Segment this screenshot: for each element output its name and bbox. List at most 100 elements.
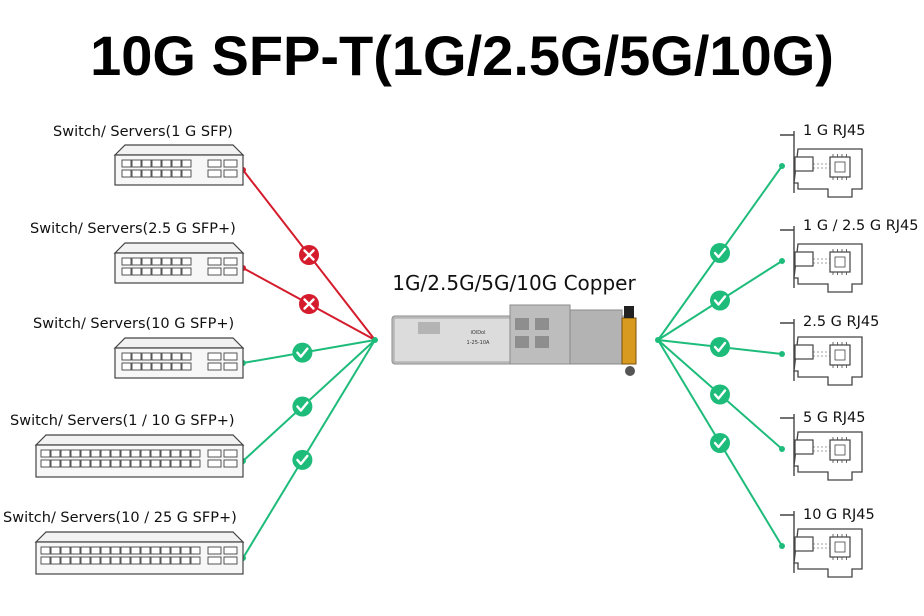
ethernet-port	[190, 449, 201, 458]
module-model: 1-25-10A	[467, 340, 491, 346]
ethernet-port	[120, 449, 131, 458]
ethernet-port	[131, 352, 142, 361]
ethernet-port	[171, 362, 182, 371]
ethernet-port	[130, 556, 141, 565]
ethernet-port	[161, 267, 172, 276]
ethernet-port	[190, 459, 201, 468]
ethernet-port	[141, 257, 152, 266]
sfp-port	[207, 169, 222, 178]
sfp-port	[207, 257, 222, 266]
nic-bracket	[780, 319, 795, 381]
ethernet-port	[161, 352, 172, 361]
hub-point	[655, 337, 661, 343]
nic-chip	[829, 156, 851, 178]
ethernet-port	[110, 459, 121, 468]
ethernet-port	[131, 257, 142, 266]
nic-card-4: 5 G RJ45	[780, 410, 865, 481]
ethernet-port	[60, 449, 71, 458]
rj45-port	[794, 536, 814, 552]
ethernet-port	[151, 159, 162, 168]
nic-label: 2.5 G RJ45	[803, 314, 879, 330]
cross-mark	[303, 298, 315, 310]
nic-board	[793, 148, 863, 198]
nic-chip-core	[834, 541, 846, 553]
link-endpoint	[779, 163, 785, 169]
ethernet-port	[60, 556, 71, 565]
nic-label: 5 G RJ45	[803, 410, 865, 426]
ethernet-port	[181, 159, 192, 168]
ethernet-port	[70, 556, 81, 565]
ethernet-port	[161, 159, 172, 168]
ethernet-port	[131, 362, 142, 371]
nic-board	[793, 431, 863, 481]
ethernet-port	[141, 159, 152, 168]
switch-4: Switch/ Servers(1 / 10 G SFP+)	[10, 413, 245, 478]
switch-top	[34, 531, 245, 543]
ethernet-port	[151, 169, 162, 178]
sfp-port	[207, 362, 222, 371]
ethernet-port	[120, 556, 131, 565]
ethernet-port	[140, 459, 151, 468]
ethernet-port	[171, 257, 182, 266]
ethernet-port	[80, 556, 91, 565]
sfp-port	[223, 267, 238, 276]
check-mark	[713, 341, 727, 353]
ethernet-port	[141, 169, 152, 178]
check-icon	[710, 243, 730, 263]
ethernet-port	[141, 362, 152, 371]
ethernet-port	[181, 169, 192, 178]
cross-mark	[303, 249, 315, 261]
check-mark	[713, 437, 727, 449]
ethernet-port	[110, 556, 121, 565]
ethernet-port	[151, 352, 162, 361]
ethernet-port	[160, 459, 171, 468]
check-icon	[710, 337, 730, 357]
sfp-port	[223, 169, 238, 178]
connection-lines	[240, 163, 785, 561]
switch-label: Switch/ Servers(1 G SFP)	[53, 124, 233, 140]
switch-top	[113, 337, 245, 349]
badge-circle	[710, 243, 730, 263]
sfp-port	[223, 546, 238, 555]
sfp-port	[223, 556, 238, 565]
ethernet-port	[181, 352, 192, 361]
ethernet-port	[171, 159, 182, 168]
ethernet-port	[180, 449, 191, 458]
badge-circle	[710, 433, 730, 453]
ethernet-port	[50, 449, 61, 458]
nic-board	[793, 336, 863, 386]
switch-3: Switch/ Servers(10 G SFP+)	[33, 316, 245, 379]
ethernet-port	[151, 362, 162, 371]
sfp-port	[223, 459, 238, 468]
check-mark	[713, 389, 727, 400]
switch-label: Switch/ Servers(1 / 10 G SFP+)	[10, 413, 235, 429]
ethernet-port	[60, 459, 71, 468]
ethernet-port	[80, 449, 91, 458]
ethernet-port	[80, 546, 91, 555]
ethernet-port	[100, 459, 111, 468]
nic-label: 10 G RJ45	[803, 507, 875, 523]
ethernet-port	[151, 257, 162, 266]
ethernet-port	[40, 449, 51, 458]
switch-link-line	[242, 339, 376, 559]
cross-icon	[299, 294, 319, 314]
nic-label: 1 G RJ45	[803, 123, 865, 139]
ethernet-port	[90, 556, 101, 565]
sfp-port	[223, 449, 238, 458]
ethernet-port	[121, 169, 132, 178]
sfp-port	[207, 449, 222, 458]
switch-label: Switch/ Servers(10 / 25 G SFP+)	[3, 510, 237, 526]
sfp-port	[223, 362, 238, 371]
sfp-port	[207, 556, 222, 565]
ethernet-port	[160, 449, 171, 458]
nic-chip	[829, 536, 851, 558]
ethernet-port	[110, 546, 121, 555]
ethernet-port	[170, 546, 181, 555]
ethernet-port	[70, 459, 81, 468]
ethernet-port	[80, 459, 91, 468]
switch-top	[34, 434, 245, 446]
hub-point	[372, 337, 378, 343]
ethernet-port	[131, 267, 142, 276]
